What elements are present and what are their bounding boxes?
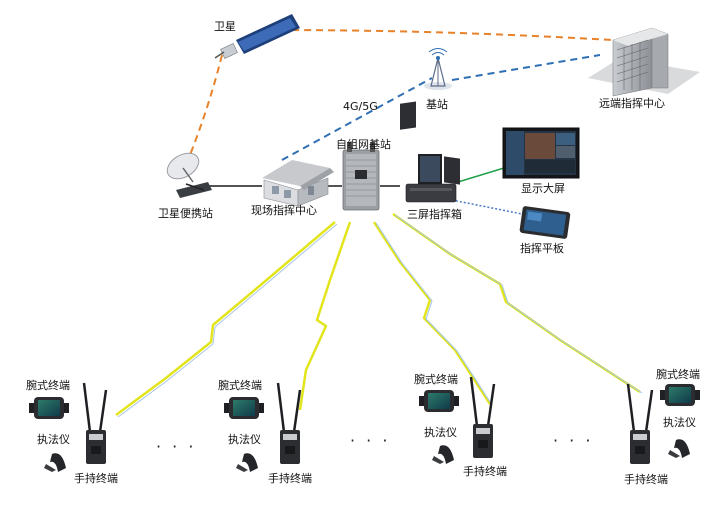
recorder-label-1: 执法仪 <box>37 432 70 446</box>
handheld-terminal-label-1: 手持终端 <box>74 471 118 485</box>
base-station-label: 基站 <box>426 97 448 111</box>
network-type-label: 4G/5G <box>343 100 378 113</box>
wireless-link-group-4 <box>392 212 643 394</box>
satellite-dish-icon <box>166 152 212 198</box>
handheld-terminal-icon <box>626 383 654 464</box>
law-enforcement-recorder-icon <box>44 453 66 472</box>
triple-screen-box-icon <box>400 101 460 203</box>
remote-center-label: 远端指挥中心 <box>599 96 665 110</box>
terminal-group-1 <box>29 382 108 472</box>
link-base-remote <box>451 54 601 81</box>
terminal-group-4 <box>626 383 700 464</box>
handheld-terminal-label-4: 手持终端 <box>624 472 668 486</box>
law-enforcement-recorder-icon <box>432 445 454 464</box>
ellipsis-1: · · · <box>156 437 196 456</box>
terminal-group-3 <box>419 376 496 464</box>
link-field-base <box>281 77 433 161</box>
adhoc-base-station-label: 自组网基站 <box>336 137 391 151</box>
wrist-terminal-label-4: 腕式终端 <box>656 367 700 381</box>
law-enforcement-recorder-icon <box>668 439 690 458</box>
display-screen-icon <box>502 127 580 179</box>
satellite-portable-label: 卫星便携站 <box>158 206 213 220</box>
command-tablet-icon <box>519 206 571 239</box>
wireless-link-group-2 <box>298 221 352 411</box>
command-tablet-label: 指挥平板 <box>520 241 564 255</box>
recorder-label-3: 执法仪 <box>424 425 457 439</box>
wrist-terminal-icon <box>660 384 700 406</box>
wireless-link-group-3 <box>372 221 493 406</box>
wrist-terminal-label-1: 腕式终端 <box>26 378 70 392</box>
link-satellite-remote <box>267 29 614 41</box>
wrist-terminal-icon <box>419 390 459 412</box>
handheld-terminal-label-3: 手持终端 <box>463 464 507 478</box>
ellipsis-3: · · · <box>553 431 593 450</box>
law-enforcement-recorder-icon <box>236 453 258 472</box>
wrist-terminal-label-3: 腕式终端 <box>414 372 458 386</box>
satellite-icon <box>214 14 300 59</box>
wireless-link-group-1 <box>115 221 338 418</box>
recorder-label-2: 执法仪 <box>228 432 261 446</box>
triple-screen-box-label: 三屏指挥箱 <box>407 207 462 221</box>
wrist-terminal-icon <box>224 397 264 419</box>
field-center-label: 现场指挥中心 <box>251 203 317 217</box>
adhoc-base-station-device-icon <box>342 142 380 211</box>
base-station-tower-icon <box>424 48 452 90</box>
remote-center-building-icon <box>588 27 700 97</box>
handheld-terminal-icon <box>469 376 496 458</box>
link-satellite-portable <box>187 54 223 161</box>
handheld-terminal-label-2: 手持终端 <box>268 471 312 485</box>
link-box-display <box>457 167 505 183</box>
handheld-terminal-icon <box>82 382 108 464</box>
link-box-tablet <box>451 199 523 215</box>
wrist-terminal-label-2: 腕式终端 <box>218 378 262 392</box>
terminal-group-2 <box>224 382 302 472</box>
recorder-label-4: 执法仪 <box>663 415 696 429</box>
display-screen-label: 显示大屏 <box>521 181 565 195</box>
field-center-house-icon <box>262 160 334 207</box>
wrist-terminal-icon <box>29 397 69 419</box>
ellipsis-2: · · · <box>350 431 390 450</box>
handheld-terminal-icon <box>276 382 302 464</box>
satellite-label: 卫星 <box>214 20 236 33</box>
